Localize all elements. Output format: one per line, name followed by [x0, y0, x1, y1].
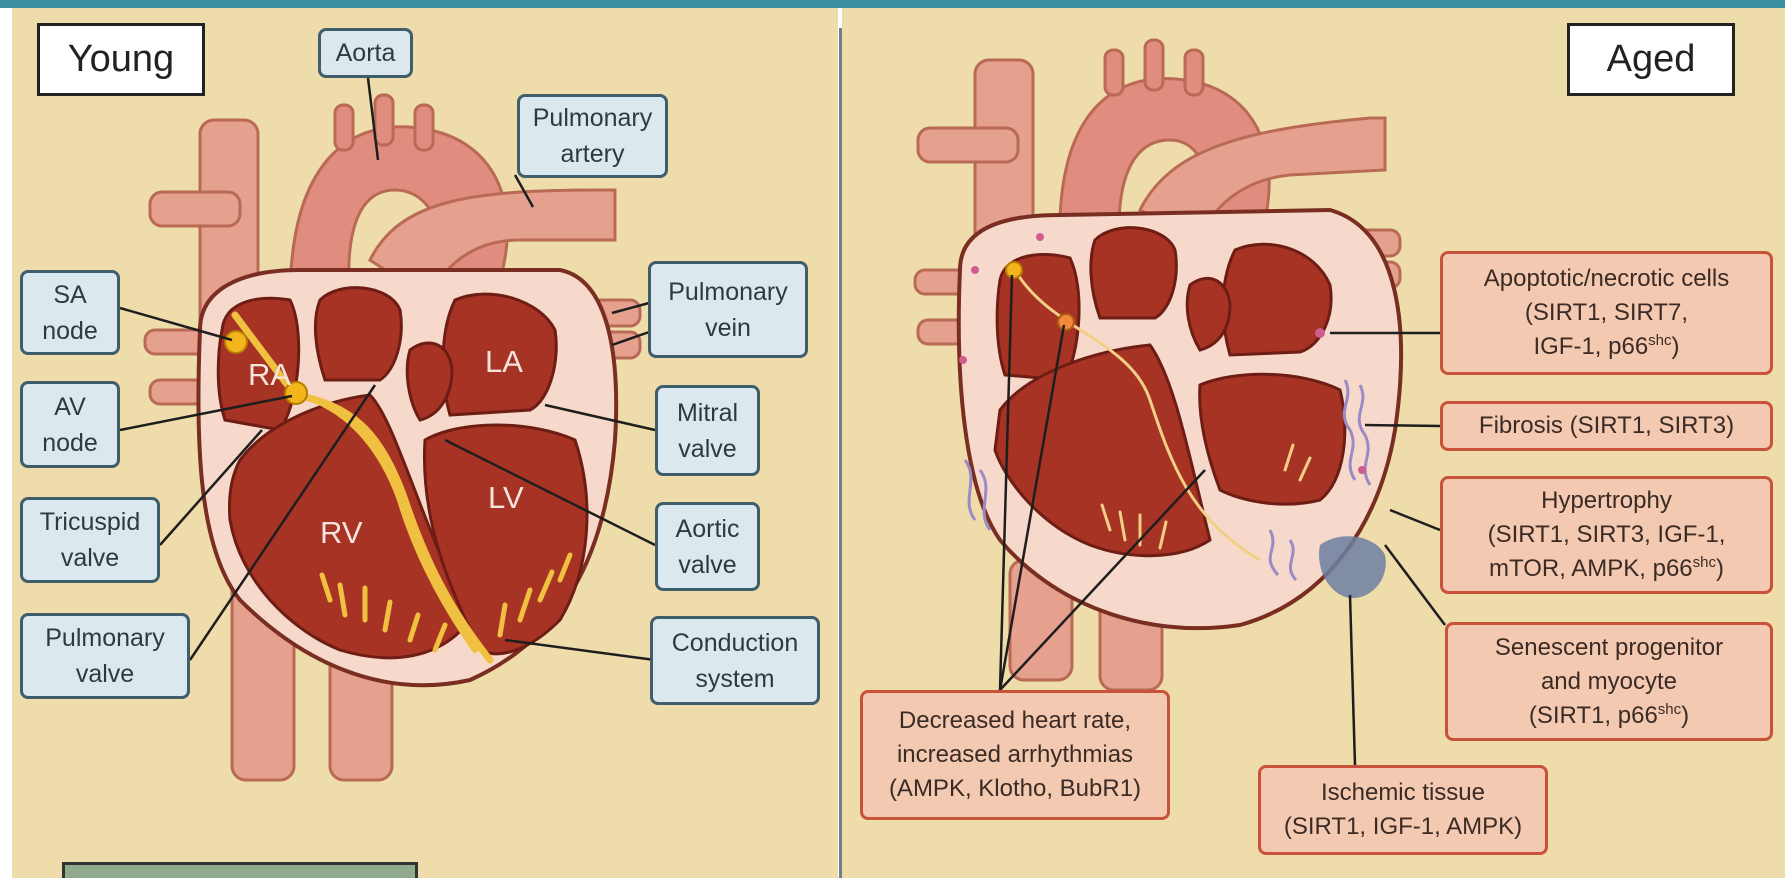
young-chamber-lv: LV: [488, 480, 524, 515]
young-title: Young: [37, 23, 205, 96]
hypertrophy-line-1: Hypertrophy: [1488, 484, 1726, 518]
label-tricuspid-valve: Tricuspid valve: [20, 497, 160, 583]
aged-ischemic-area: [1319, 536, 1386, 598]
apoptotic-line-1: Apoptotic/necrotic cells: [1484, 262, 1729, 296]
senescent-line-1: Senescent progenitor: [1495, 631, 1723, 665]
young-sa-node: [225, 331, 247, 353]
label-conduction-system: Conduction system: [650, 616, 820, 705]
label-apoptotic-cells: Apoptotic/necrotic cells (SIRT1, SIRT7, …: [1440, 251, 1773, 375]
aged-heart: [915, 40, 1445, 765]
young-chamber-rv: RV: [320, 515, 363, 550]
apoptotic-line-3: IGF-1, p66shc): [1484, 330, 1729, 364]
senescent-line-3: (SIRT1, p66shc): [1495, 699, 1723, 733]
label-fibrosis: Fibrosis (SIRT1, SIRT3): [1440, 401, 1773, 451]
green-caption-box: [62, 862, 418, 878]
label-pulmonary-vein: Pulmonary vein: [648, 261, 808, 358]
label-senescent-progenitor: Senescent progenitor and myocyte (SIRT1,…: [1445, 622, 1773, 741]
young-right-pulmonary-branch: [150, 192, 240, 226]
label-heart-rate: Decreased heart rate, increased arrhythm…: [860, 690, 1170, 820]
label-hypertrophy: Hypertrophy (SIRT1, SIRT3, IGF-1, mTOR, …: [1440, 476, 1773, 594]
label-sa-node: SA node: [20, 270, 120, 355]
aged-title: Aged: [1567, 23, 1735, 96]
young-chamber-ra: RA: [248, 357, 291, 392]
young-chamber-la: LA: [485, 344, 523, 379]
apoptotic-line-2: (SIRT1, SIRT7,: [1484, 296, 1729, 330]
label-pulmonary-valve: Pulmonary valve: [20, 613, 190, 699]
young-heart: [120, 78, 660, 780]
label-av-node: AV node: [20, 381, 120, 468]
label-aortic-valve: Aortic valve: [655, 502, 760, 591]
hypertrophy-line-3: mTOR, AMPK, p66shc): [1488, 552, 1726, 586]
label-mitral-valve: Mitral valve: [655, 385, 760, 476]
aged-left-ventricle: [1200, 374, 1345, 504]
label-pulmonary-artery: Pulmonary artery: [517, 94, 668, 178]
label-aorta: Aorta: [318, 28, 413, 78]
hypertrophy-line-2: (SIRT1, SIRT3, IGF-1,: [1488, 518, 1726, 552]
aged-apoptotic-cell: [1315, 328, 1325, 338]
aged-sa-node: [1006, 262, 1022, 278]
senescent-line-2: and myocyte: [1495, 665, 1723, 699]
label-ischemic-tissue: Ischemic tissue (SIRT1, IGF-1, AMPK): [1258, 765, 1548, 855]
aged-av-node: [1058, 314, 1074, 330]
young-pulmonary-outflow: [315, 288, 401, 380]
